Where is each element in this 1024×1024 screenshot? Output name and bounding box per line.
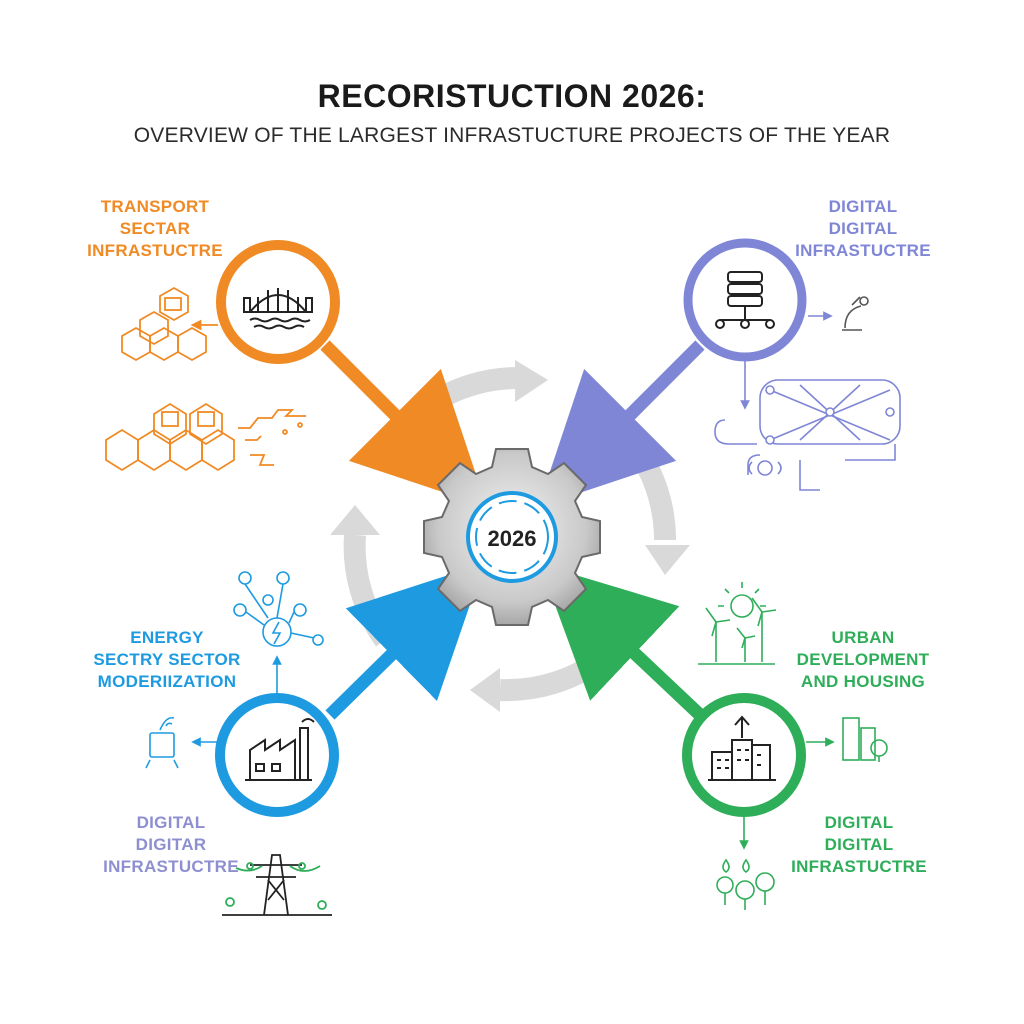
transport-hex-network bbox=[105, 286, 306, 472]
hub-gear bbox=[423, 448, 601, 626]
bridge-icon bbox=[243, 288, 313, 330]
urban-network bbox=[698, 582, 888, 910]
digital-node bbox=[683, 238, 807, 362]
page-title: RECORISTUCTION 2026: bbox=[317, 78, 707, 114]
hub-year: 2026 bbox=[488, 526, 537, 551]
digital-network bbox=[714, 296, 901, 491]
transport-connector bbox=[320, 340, 487, 507]
transport-label: TRANSPORT SECTAR INFRASTUCTRE bbox=[87, 197, 223, 260]
digital-bottom-right-label: DIGITAL DIGITAL INFRASTUCTRE bbox=[791, 813, 927, 876]
urban-label: URBAN DEVELOPMENT AND HOUSING bbox=[796, 628, 930, 691]
server-database-icon bbox=[715, 271, 775, 329]
factory-icon bbox=[245, 718, 315, 781]
energy-node bbox=[215, 693, 339, 817]
urban-node bbox=[682, 693, 806, 817]
digital-connector bbox=[538, 340, 705, 507]
energy-network bbox=[145, 571, 324, 769]
digital-top-label: DIGITAL DIGITAL INFRASTUCTRE bbox=[795, 197, 931, 260]
transport-node bbox=[216, 240, 340, 364]
city-buildings-icon bbox=[708, 715, 776, 781]
energy-label: ENERGY SECTRY SECTOR MODERIIZATION bbox=[93, 628, 241, 691]
cycle-arrowheads bbox=[330, 360, 690, 712]
energy-connector bbox=[325, 563, 485, 720]
urban-connector bbox=[540, 564, 705, 720]
power-tower-icon bbox=[222, 854, 332, 916]
page-subtitle: OVERVIEW OF THE LARGEST INFRASTUCTURE PR… bbox=[133, 124, 891, 147]
digital-bottom-left-label: DIGITAL DIGITAR INFRASTUCTRE bbox=[103, 813, 239, 876]
